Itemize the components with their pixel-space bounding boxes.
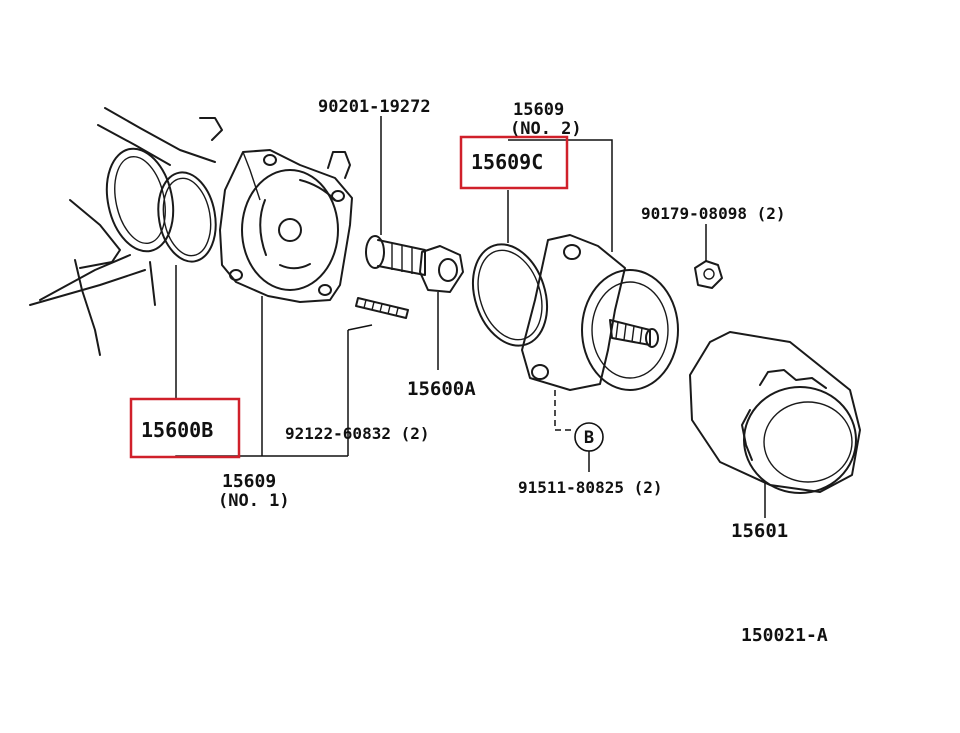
oil-filter-15601: [689, 331, 861, 494]
label-cover-no1-number: 15609: [222, 471, 276, 492]
label-90201-19272: 90201-19272: [318, 97, 431, 117]
engine-block: [29, 107, 223, 356]
label-92122-60832: 92122-60832 (2): [285, 424, 430, 443]
label-15601: 15601: [731, 520, 788, 542]
union-bolt-15600a: [365, 235, 464, 293]
label-15609c: 15609C: [471, 150, 543, 174]
label-cover-no1-sub: (NO. 1): [218, 491, 290, 511]
label-90179-08098: 90179-08098 (2): [641, 204, 786, 223]
callout-b-circle: [574, 422, 604, 452]
highlight-box-15600b: [129, 397, 241, 459]
label-91511-80825: 91511-80825 (2): [518, 478, 663, 497]
label-cover-no2-sub: (NO. 2): [510, 119, 582, 139]
label-15600a: 15600A: [407, 378, 476, 400]
highlight-box-15609c: [459, 135, 569, 190]
oil-filter-cover-no1: [219, 149, 353, 303]
label-cover-no2-number: 15609: [513, 100, 564, 120]
figure-code: 150021-A: [741, 625, 828, 646]
oil-filter-cover-no2: [521, 234, 679, 391]
stud-92122: [355, 297, 409, 319]
callout-b-letter: B: [584, 428, 594, 448]
nut-90179: [694, 260, 723, 289]
o-ring-15600b: [157, 171, 217, 263]
label-15600b: 15600B: [141, 418, 213, 442]
